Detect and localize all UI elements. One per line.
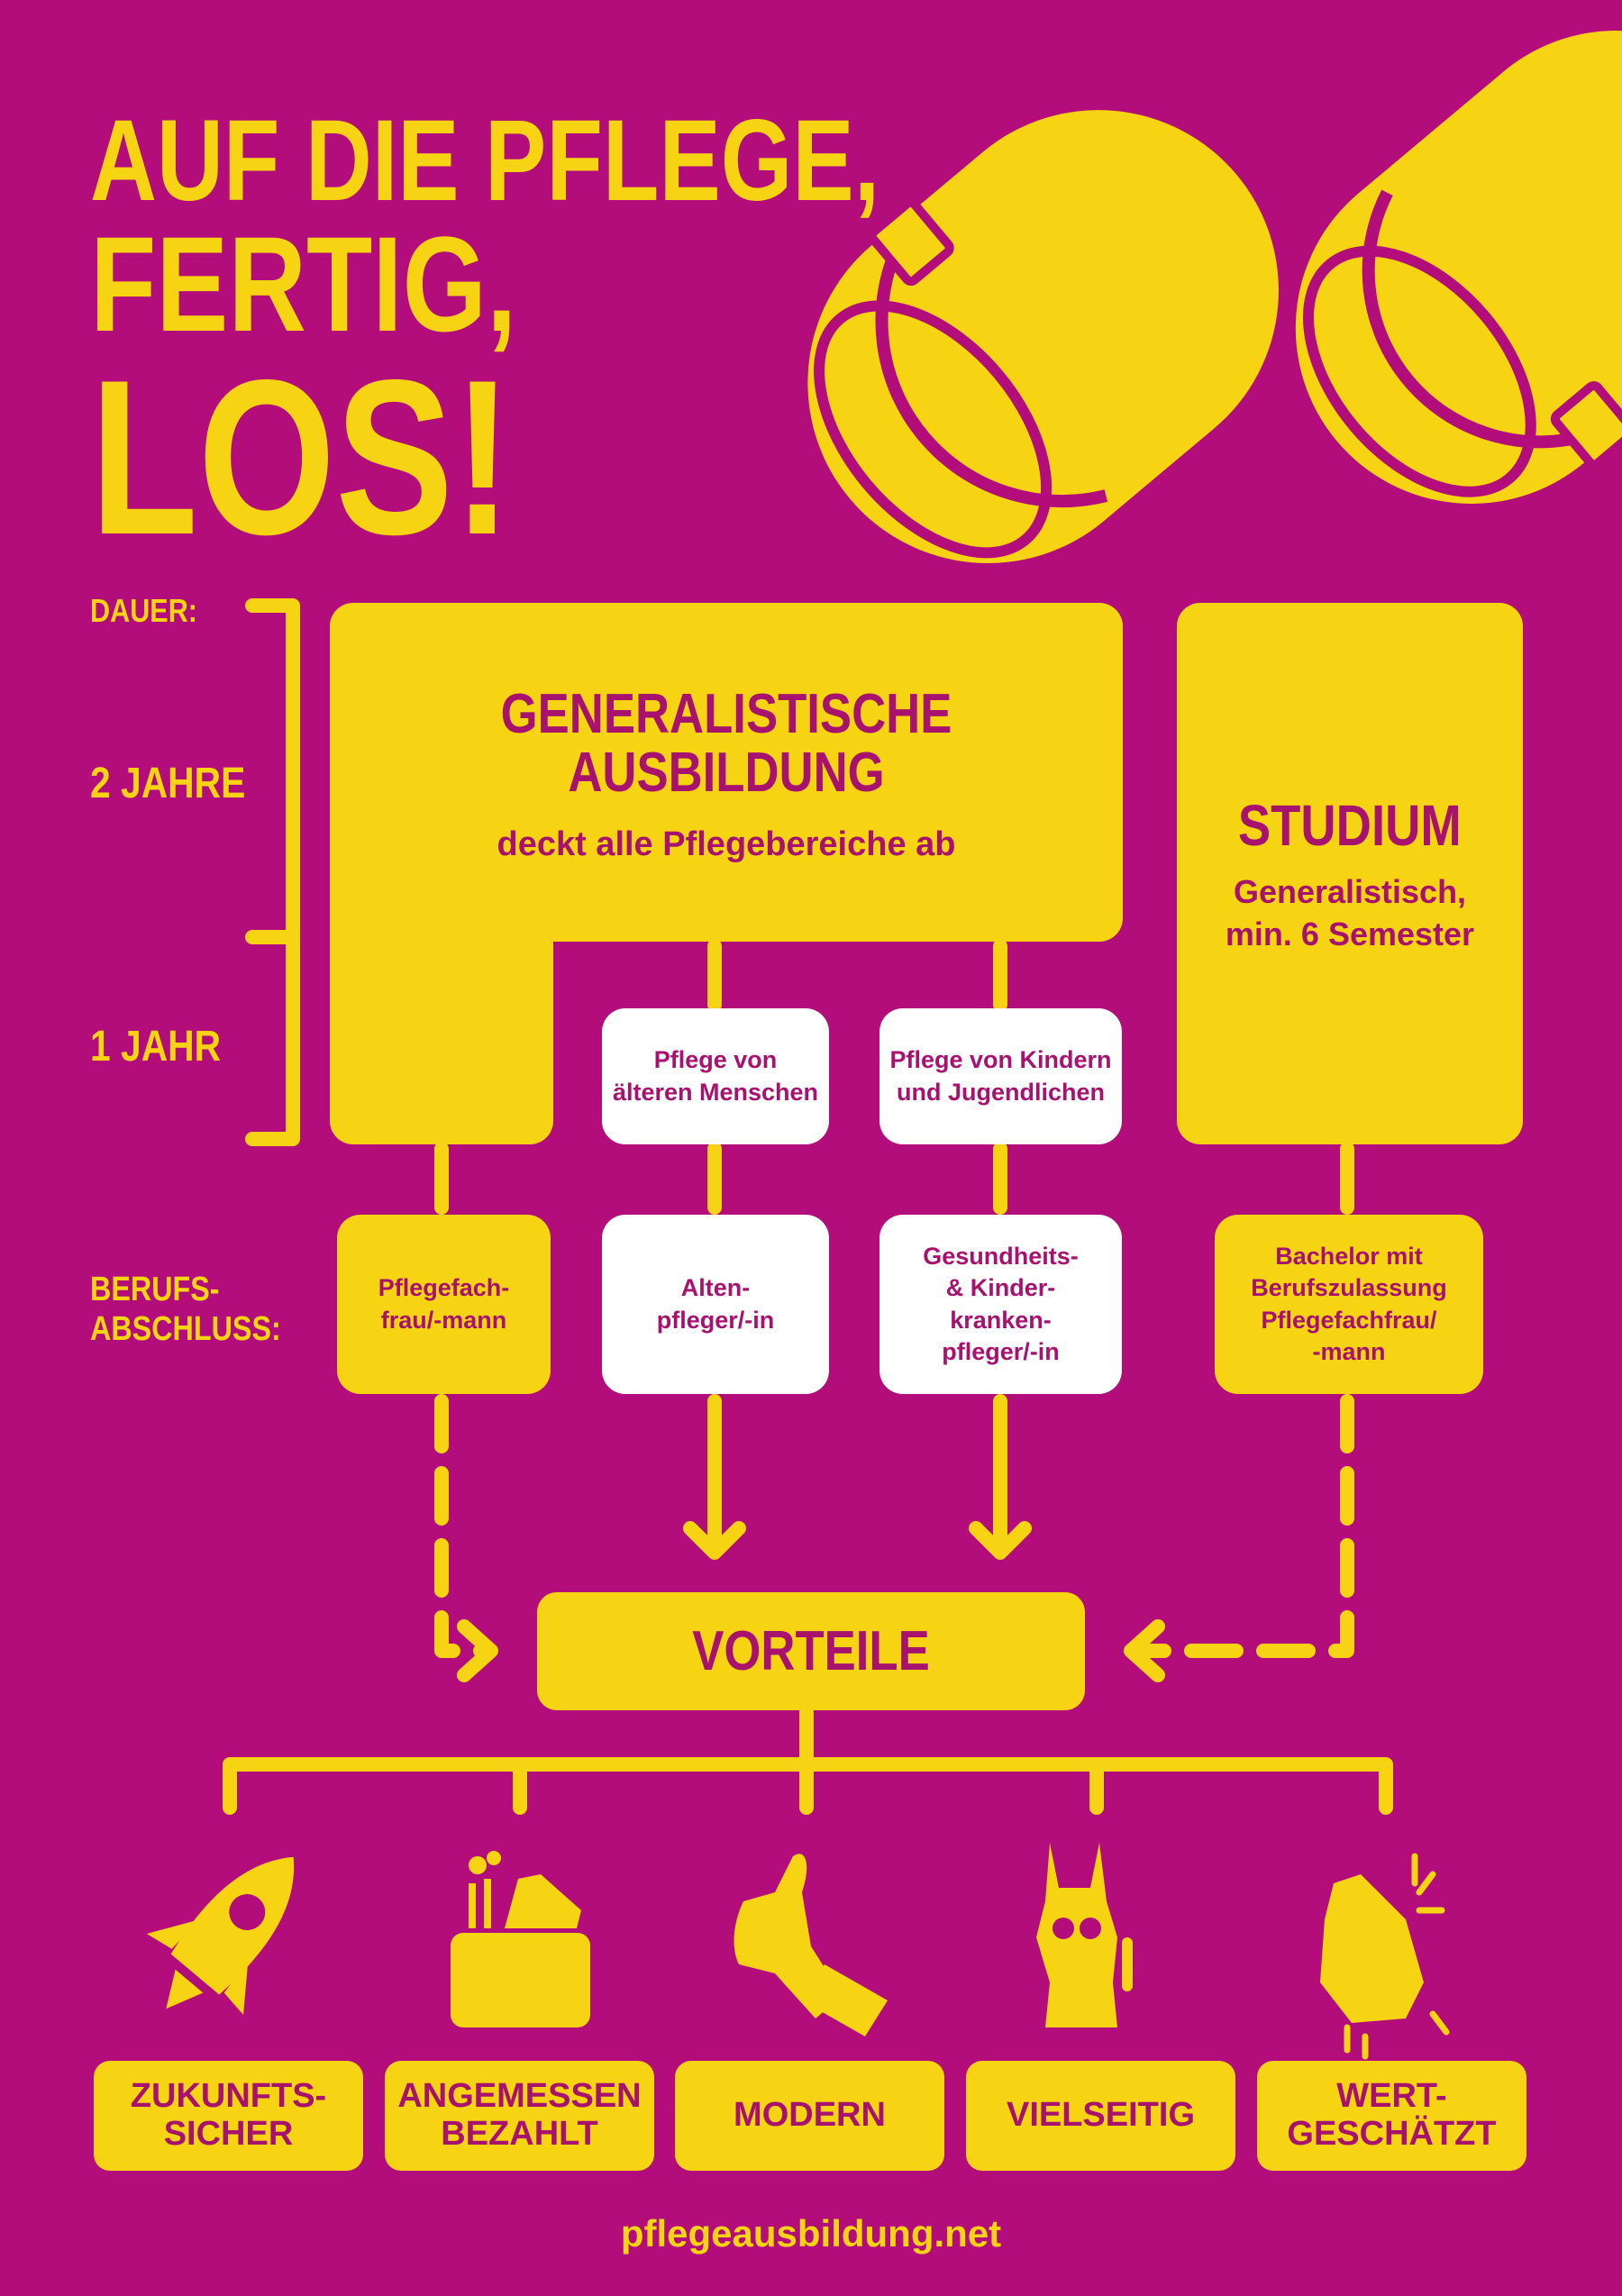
degree-line: & Kinder- bbox=[945, 1274, 1056, 1302]
degree-line: Pflegefach- bbox=[378, 1274, 510, 1302]
spec-line: Pflege von Kindern bbox=[889, 1046, 1112, 1074]
studium-block: STUDIUM Generalistisch, min. 6 Semester bbox=[1177, 603, 1523, 1144]
degree-altenpfleger: Alten- pfleger/-in bbox=[602, 1215, 829, 1394]
arrow-down-2 bbox=[969, 1394, 1032, 1560]
abschluss-label-line1: BERUFS- bbox=[90, 1271, 220, 1308]
benefit-line: ZUKUNFTS- bbox=[130, 2077, 327, 2116]
abschluss-label-line2: ABSCHLUSS: bbox=[90, 1309, 281, 1348]
arrow-head-left bbox=[457, 1619, 498, 1682]
benefit-line: MODERN bbox=[734, 2096, 886, 2135]
title-line-3: LOS! bbox=[90, 333, 513, 580]
spec-line: älteren Menschen bbox=[612, 1078, 819, 1106]
benefit-wertgeschaetzt: WERT-GESCHÄTZT bbox=[1257, 2061, 1526, 2171]
degree-line: Alten- bbox=[680, 1274, 751, 1302]
llama-icon bbox=[1036, 1843, 1133, 2027]
one-year-label: 1 JAHR bbox=[90, 1023, 222, 1071]
benefit-modern: MODERN bbox=[675, 2061, 944, 2171]
generalist-block bbox=[330, 603, 1123, 942]
clapping-hands-icon bbox=[1320, 1853, 1450, 2060]
degree-line: pfleger/-in bbox=[656, 1306, 775, 1334]
generalist-title-1: GENERALISTISCHE bbox=[500, 683, 952, 745]
benefit-vielseitig: VIELSEITIG bbox=[966, 2061, 1235, 2171]
right-clog-icon bbox=[1295, 31, 1622, 504]
benefit-line: BEZAHLT bbox=[441, 2115, 598, 2153]
wallet-icon bbox=[451, 1851, 590, 2027]
benefit-line: VIELSEITIG bbox=[1006, 2096, 1196, 2135]
arrow-down-1 bbox=[683, 1394, 746, 1560]
degree-line: kranken- bbox=[950, 1306, 1052, 1334]
degree-line: Bachelor mit bbox=[1275, 1243, 1423, 1271]
arrow-head-right bbox=[1124, 1619, 1165, 1682]
degree-line: Gesundheits- bbox=[923, 1243, 1079, 1271]
spec-line: und Jugendlichen bbox=[896, 1078, 1105, 1106]
generalist-title-2: AUSBILDUNG bbox=[568, 742, 885, 805]
degree-line: frau/-mann bbox=[380, 1306, 507, 1334]
degree-line: -mann bbox=[1312, 1337, 1386, 1365]
generalist-subtitle: deckt alle Pflegebereiche ab bbox=[497, 825, 956, 864]
clogs-illustration bbox=[807, 31, 1622, 563]
benefit-tree bbox=[223, 1705, 1393, 1815]
benefit-line: SICHER bbox=[163, 2115, 294, 2153]
degree-line: pfleger/-in bbox=[942, 1337, 1060, 1365]
degree-kinderkrankenpfleger: Gesundheits- & Kinder- kranken- pfleger/… bbox=[879, 1215, 1122, 1394]
two-years-label: 2 JAHRE bbox=[90, 760, 246, 807]
vorteile-label: VORTEILE bbox=[692, 1620, 930, 1682]
degree-line: Berufszulassung bbox=[1251, 1274, 1447, 1302]
abschluss-label: BERUFS- ABSCHLUSS: bbox=[90, 1271, 281, 1349]
benefit-line: WERT- bbox=[1336, 2077, 1447, 2116]
degree-line: Pflegefachfrau/ bbox=[1261, 1306, 1437, 1334]
specialization-children: Pflege von Kindern und Jugendlichen bbox=[879, 1008, 1122, 1144]
left-clog-icon bbox=[807, 110, 1279, 563]
studium-subtitle-1: Generalistisch, bbox=[1233, 872, 1467, 910]
title-line-2: FERTIG, bbox=[90, 208, 517, 360]
generalist-block-leg bbox=[330, 901, 553, 1144]
spec-line: Pflege von bbox=[653, 1046, 778, 1074]
studium-title: STUDIUM bbox=[1238, 792, 1462, 858]
studium-subtitle-2: min. 6 Semester bbox=[1225, 915, 1475, 952]
degree-bachelor: Bachelor mit Berufszulassung Pflegefachf… bbox=[1215, 1215, 1483, 1394]
thumbs-up-icon bbox=[734, 1854, 888, 2036]
vorteile-box: VORTEILE bbox=[537, 1592, 1085, 1710]
dauer-label: DAUER: bbox=[90, 592, 197, 629]
benefit-zukunftssicher: ZUKUNFTS-SICHER bbox=[94, 2061, 363, 2171]
dashed-arrow-right bbox=[1128, 1394, 1354, 1658]
benefit-line: ANGEMESSEN bbox=[397, 2077, 642, 2116]
title-line-1: AUF DIE PFLEGE, bbox=[90, 96, 880, 225]
generalist-text: GENERALISTISCHE AUSBILDUNG deckt alle Pf… bbox=[330, 685, 1123, 864]
footer-url[interactable]: pflegeausbildung.net bbox=[620, 2212, 1002, 2255]
specialization-elderly: Pflege von älteren Menschen bbox=[602, 1008, 829, 1144]
dashed-arrow-left bbox=[434, 1394, 494, 1658]
benefit-line: GESCHÄTZT bbox=[1287, 2115, 1497, 2153]
rocket-icon bbox=[146, 1856, 295, 2015]
duration-bracket bbox=[245, 598, 300, 1146]
degree-pflegefachfrau: Pflegefach- frau/-mann bbox=[337, 1215, 551, 1394]
